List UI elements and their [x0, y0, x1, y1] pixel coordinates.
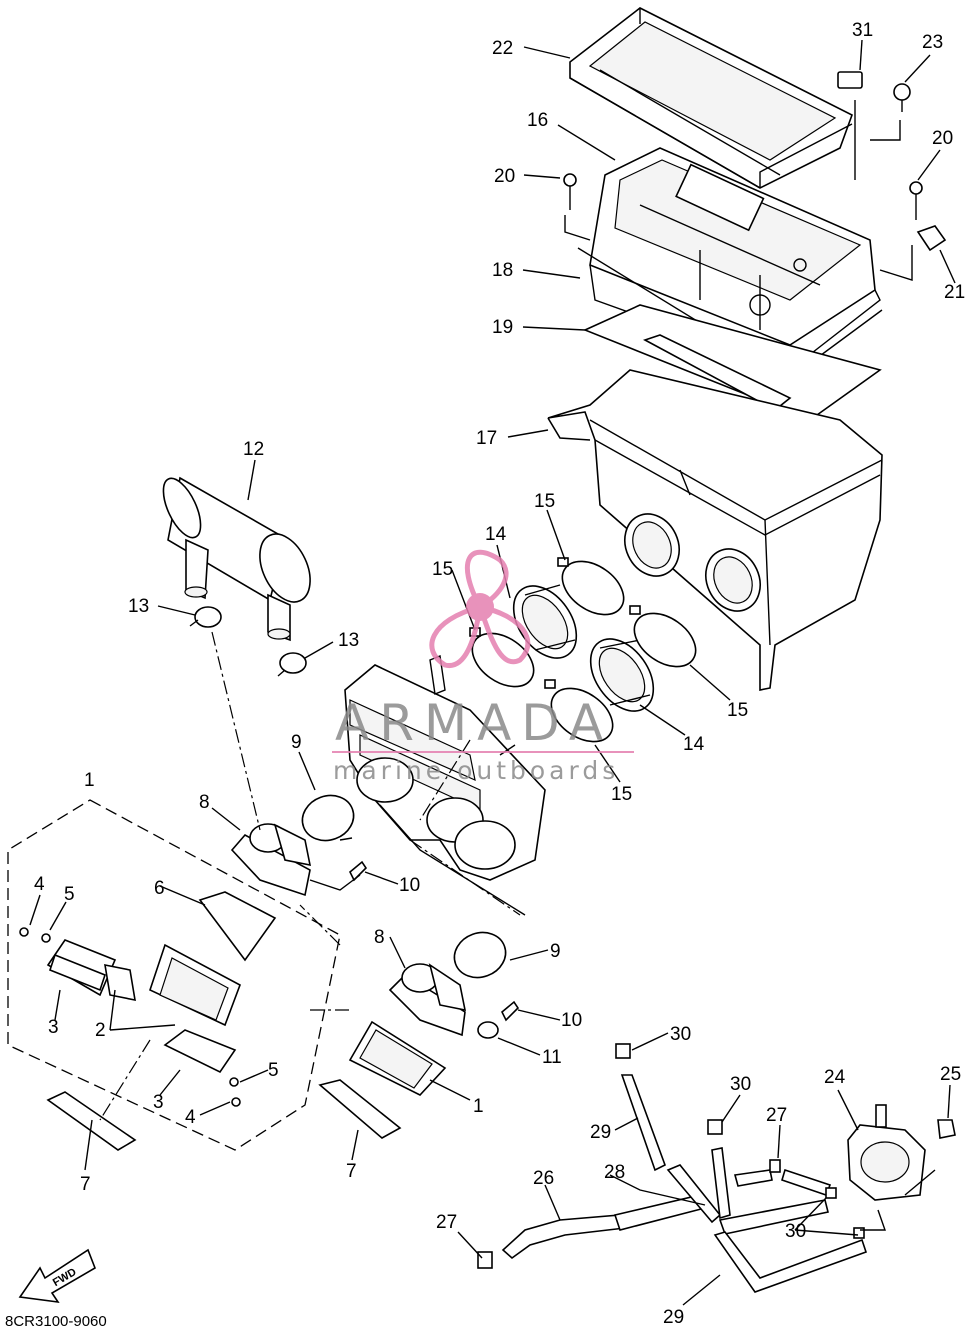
callout-22: 22 — [492, 38, 513, 59]
callout-3: 3 — [153, 1092, 164, 1113]
reed-valve-assembly — [7, 799, 447, 1151]
intake-silencer — [162, 476, 311, 642]
callout-10: 10 — [561, 1010, 582, 1031]
carburetor-assembly — [344, 655, 546, 916]
callout-30: 30 — [785, 1221, 806, 1242]
callout-4: 4 — [34, 874, 45, 895]
callout-15: 15 — [432, 559, 453, 580]
callout-13: 13 — [338, 630, 359, 651]
callout-23: 23 — [922, 32, 943, 53]
callout-4: 4 — [185, 1107, 196, 1128]
diagram-code: 8CR3100-9060 — [5, 1313, 107, 1329]
air-box-lower-case — [547, 369, 883, 691]
watermark: ARMADA marine outboards — [332, 549, 634, 785]
callout-31: 31 — [852, 20, 873, 41]
callout-29: 29 — [663, 1307, 684, 1328]
callout-30: 30 — [670, 1024, 691, 1045]
callout-24: 24 — [824, 1067, 846, 1088]
callout-17: 17 — [476, 428, 497, 449]
callout-15: 15 — [611, 784, 632, 805]
callout-10: 10 — [399, 875, 420, 896]
callout-21: 21 — [944, 282, 965, 303]
watermark-tagline: marine outboards — [333, 756, 619, 785]
callout-8: 8 — [199, 792, 210, 813]
callout-16: 16 — [527, 110, 548, 131]
callout-1: 1 — [84, 770, 95, 791]
watermark-brand: ARMADA — [335, 694, 613, 752]
callout-9: 9 — [291, 732, 302, 753]
hose-clamps — [469, 557, 697, 743]
callout-7: 7 — [80, 1174, 91, 1195]
callout-27: 27 — [766, 1105, 787, 1126]
callout-9: 9 — [550, 941, 561, 962]
callout-5: 5 — [268, 1060, 279, 1081]
callout-12: 12 — [243, 439, 264, 460]
air-box-upper-case — [589, 147, 881, 371]
callout-1: 1 — [473, 1096, 484, 1117]
callout-11: 11 — [542, 1047, 562, 1068]
callout-labels: 22 31 23 16 20 20 18 21 19 17 12 15 14 1… — [34, 20, 965, 1328]
callout-29: 29 — [590, 1122, 611, 1143]
callout-30: 30 — [730, 1074, 751, 1095]
carb-joints — [512, 584, 655, 712]
callout-14: 14 — [683, 734, 705, 755]
callout-8: 8 — [374, 927, 385, 948]
callout-6: 6 — [154, 878, 165, 899]
callout-13: 13 — [128, 596, 149, 617]
callout-2: 2 — [95, 1020, 106, 1041]
forward-arrow: FWD — [18, 1248, 96, 1304]
callout-25: 25 — [940, 1064, 961, 1085]
callout-15: 15 — [534, 491, 555, 512]
callout-3: 3 — [48, 1017, 59, 1038]
callout-14: 14 — [485, 524, 507, 545]
callout-19: 19 — [492, 317, 513, 338]
callout-20: 20 — [932, 128, 953, 149]
callout-15: 15 — [727, 700, 748, 721]
intake-manifolds — [230, 794, 520, 1039]
callout-28: 28 — [604, 1162, 625, 1183]
leader-lines — [29, 39, 956, 1306]
callout-27: 27 — [436, 1212, 457, 1233]
propeller-logo — [429, 549, 531, 668]
callout-20: 20 — [494, 166, 515, 187]
small-hardware-top — [563, 71, 947, 281]
callout-5: 5 — [64, 884, 75, 905]
fuel-pump-and-hoses — [477, 1043, 956, 1293]
air-box-cover — [569, 7, 853, 189]
gaskets — [577, 247, 883, 421]
callout-26: 26 — [533, 1168, 554, 1189]
callout-18: 18 — [492, 260, 513, 281]
clips — [189, 606, 307, 677]
callout-7: 7 — [346, 1161, 357, 1182]
